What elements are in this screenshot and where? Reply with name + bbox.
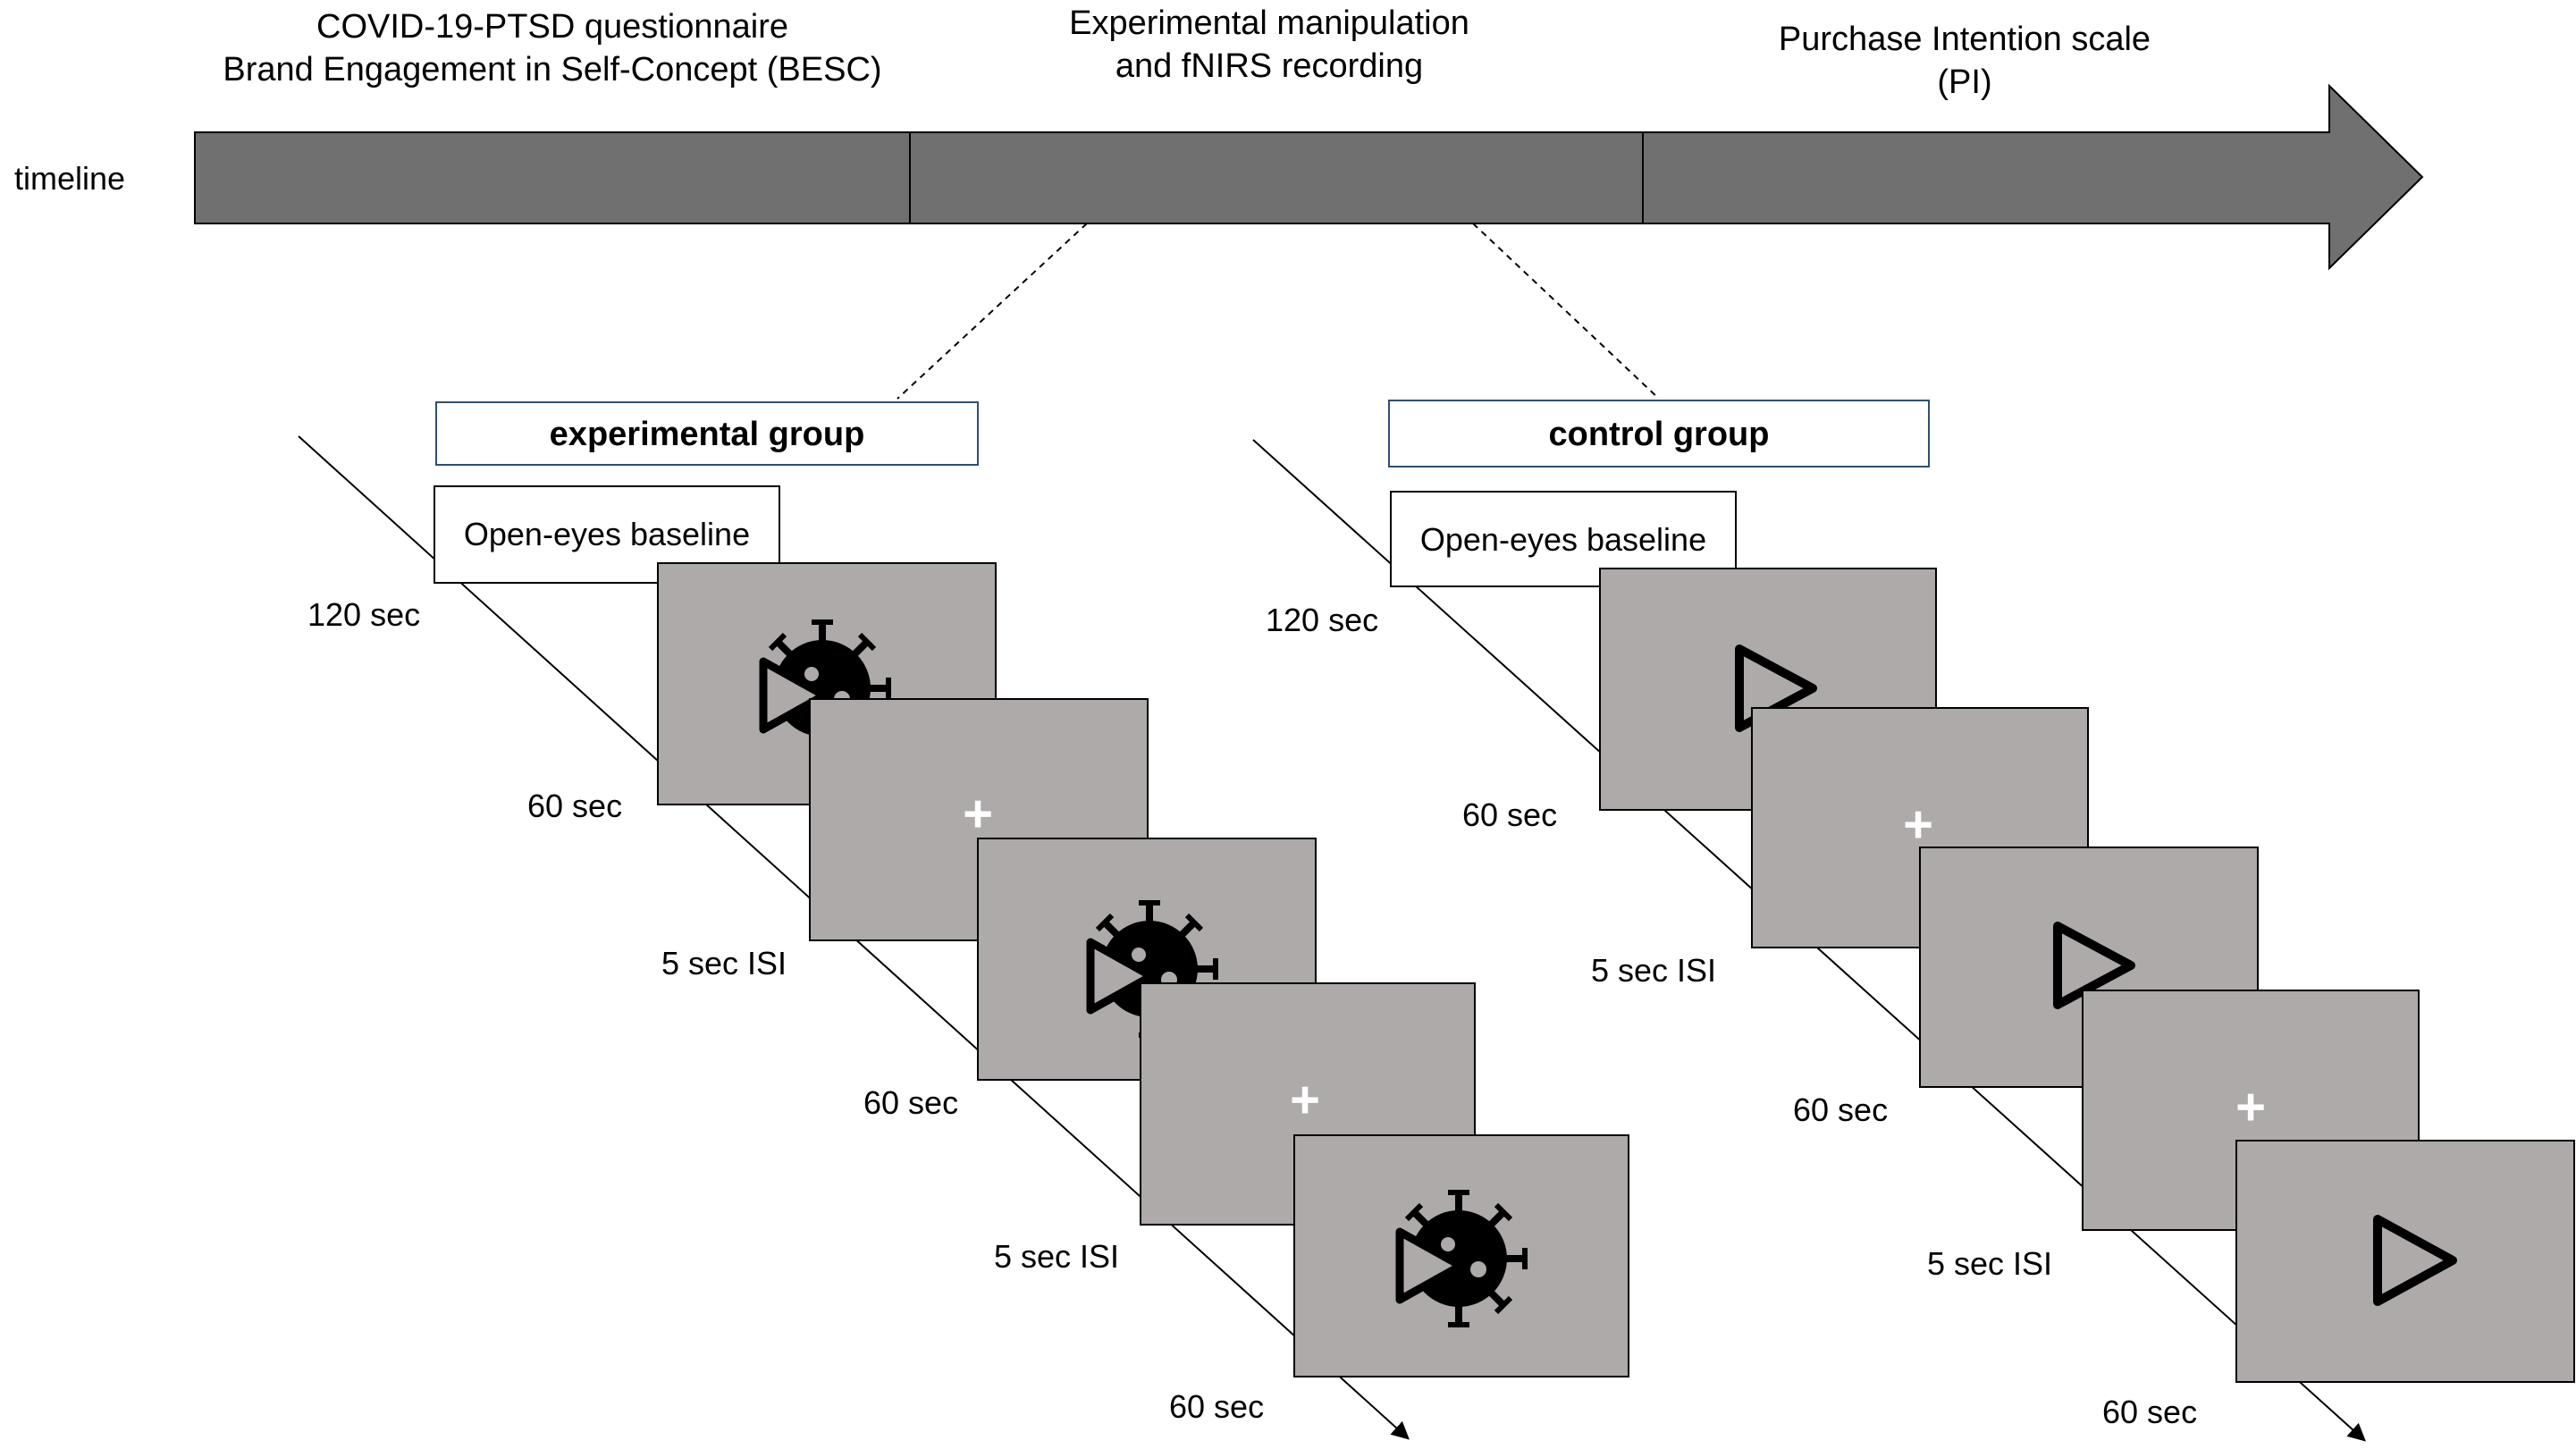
phase-purchase-intention: Purchase Intention scale (PI) (1779, 21, 2151, 101)
group-title: control group (1549, 416, 1770, 453)
baseline-label: Open-eyes baseline (464, 516, 750, 552)
play-icon (2053, 922, 2135, 1009)
phase-manipulation: Experimental manipulation and fNIRS reco… (1069, 4, 1469, 85)
group-title-box (1388, 400, 1930, 468)
timeline-arrow (194, 83, 2424, 271)
play-icon (2373, 1215, 2457, 1306)
fixation-cross: + (2235, 1078, 2266, 1136)
fixation-cross: + (1903, 796, 1933, 854)
duration-label: 60 sec (863, 1084, 958, 1121)
baseline-label: Open-eyes baseline (1420, 521, 1706, 558)
duration-label: 60 sec (1169, 1388, 1264, 1425)
phase-1-line-1: COVID-19-PTSD questionnaire (316, 8, 788, 46)
duration-label: 5 sec ISI (994, 1238, 1119, 1275)
group-title: experimental group (550, 416, 865, 453)
duration-label: 120 sec (1266, 602, 1378, 638)
phase-2-line-2: and fNIRS recording (1115, 47, 1423, 85)
duration-label: 5 sec ISI (661, 945, 787, 981)
duration-label: 5 sec ISI (1927, 1245, 2052, 1282)
phase-1-line-2: Brand Engagement in Self-Concept (BESC) (223, 51, 881, 88)
timeline-label: timeline (14, 160, 125, 197)
group-title-box (435, 401, 979, 466)
phase-3-line-2: (PI) (1937, 63, 1991, 101)
duration-label: 60 sec (527, 788, 622, 824)
fixation-cross: + (963, 785, 993, 843)
stimulus-screen (1293, 1134, 1629, 1377)
duration-label: 60 sec (2102, 1394, 2197, 1430)
phase-questionnaire: COVID-19-PTSD questionnaire Brand Engage… (223, 8, 881, 88)
experimental-group-panel: experimental group Open-eyes baseline (298, 401, 1629, 1440)
stimulus-screen (2235, 1140, 2575, 1383)
duration-label: 60 sec (1793, 1091, 1888, 1128)
duration-label: 5 sec ISI (1591, 952, 1716, 989)
zoom-connector-right (1472, 223, 1660, 400)
phase-3-line-1: Purchase Intention scale (1779, 21, 2151, 58)
phase-2-line-1: Experimental manipulation (1069, 4, 1469, 42)
duration-label: 120 sec (307, 596, 420, 633)
zoom-connector-left (897, 223, 1088, 400)
control-group-panel: control group Open-eyes baseline + + 120… (1252, 400, 2575, 1442)
fixation-cross: + (1290, 1071, 1320, 1129)
virus-play-icon (1395, 1190, 1528, 1327)
duration-label: 60 sec (1462, 796, 1557, 833)
